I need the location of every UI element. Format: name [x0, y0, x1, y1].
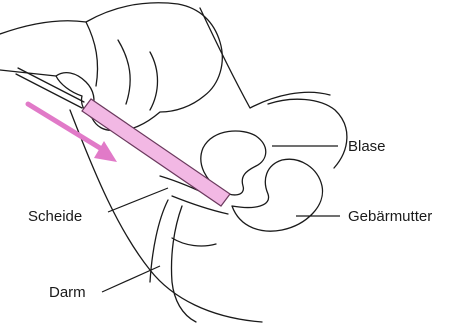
- label-blase: Blase: [348, 138, 386, 155]
- body-outline: [70, 110, 262, 322]
- rectum-wall-inner: [171, 206, 196, 322]
- finger-line-1: [86, 22, 98, 86]
- belly-outline: [268, 99, 347, 168]
- finger-line-2: [118, 40, 130, 104]
- uterus-shape: [232, 159, 323, 231]
- label-scheide: Scheide: [28, 208, 82, 225]
- finger-line-3: [150, 52, 158, 110]
- label-darm: Darm: [49, 284, 86, 301]
- label-gebaermutter: Gebärmutter: [348, 208, 432, 225]
- hand-outline: [0, 3, 222, 131]
- back-outline: [200, 8, 330, 108]
- leader-scheide: [108, 188, 168, 212]
- applicator-plunger: [18, 68, 84, 102]
- leader-darm: [102, 266, 160, 292]
- pelvic-floor: [172, 238, 216, 246]
